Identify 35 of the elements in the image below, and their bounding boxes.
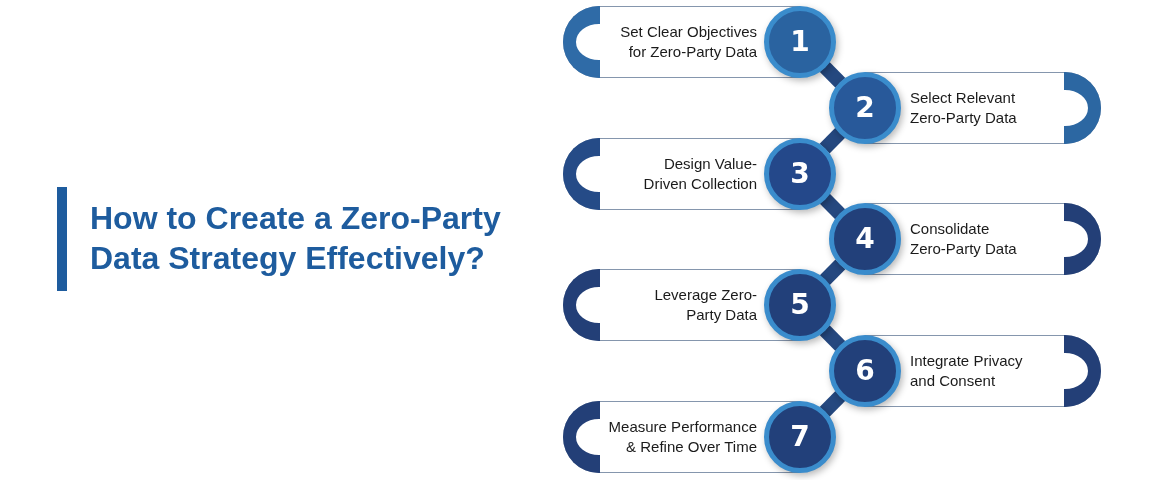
step-number: 3 [790,157,810,190]
connector-band [819,193,846,220]
step-text: Select Relevant Zero-Party Data [910,87,1018,128]
number-circle [764,400,836,473]
step-card [901,71,1101,144]
step-number: 7 [790,420,810,453]
step-card [901,203,1101,276]
number-circle [764,269,836,342]
connector-band [819,391,846,417]
step-text: Integrate Privacy and Consent [910,351,1024,391]
step-text: Leverage Zero-Party Data [653,285,757,326]
number-circle [829,71,901,144]
number-circle [764,137,836,210]
number-circle [764,6,836,78]
connector-band [819,325,846,351]
title: How to Create a Zero-Party Data Strategy Effectively? [90,199,502,278]
step-text: Measure Performance & Refine Over Time [607,416,757,457]
step-text: Consolidate Zero-Party Data [910,219,1018,260]
step-number: 6 [855,355,875,387]
connector-band [819,61,846,88]
step-card [563,137,764,210]
step-card [563,269,764,342]
step-text: Set Clear Objectives for Zero-Party Data [619,22,757,62]
step-card [563,6,764,78]
step-card [901,335,1101,407]
number-circle [829,335,901,407]
step-number: 5 [790,289,810,322]
step-card [563,400,764,473]
number-circle [829,203,901,276]
connector-band [819,127,846,154]
step-number: 1 [790,26,810,58]
step-text: Design Value-Driven Collection [642,153,757,194]
step-number: 2 [855,91,875,124]
step-number: 4 [855,223,875,256]
connector-band [819,259,846,286]
